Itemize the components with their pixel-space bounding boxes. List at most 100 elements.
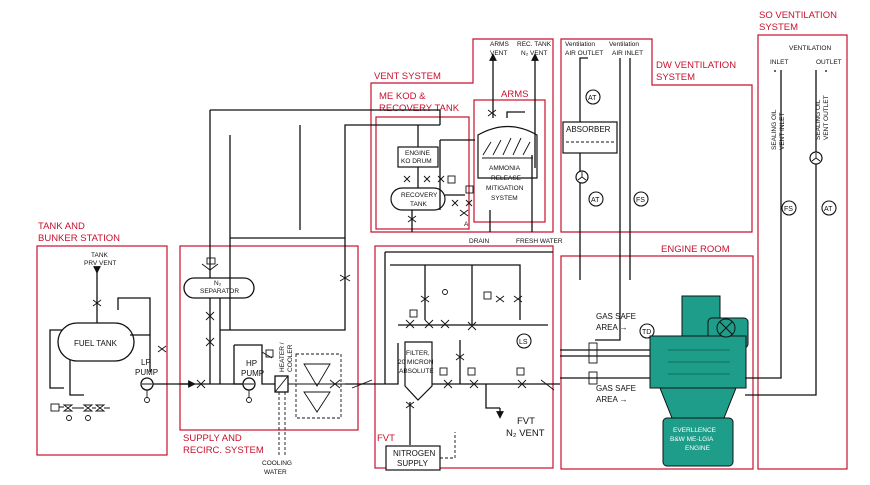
ls-instrument: [516, 333, 532, 349]
title-fvt: FVT: [377, 433, 395, 444]
ls-label: LS: [519, 339, 528, 346]
heater-cooler-label-2: COOLER: [287, 344, 294, 372]
title-arms: ARMS: [501, 89, 528, 100]
so-vent-box: [757, 34, 848, 470]
ammonia-label-2: RELEASE: [491, 175, 522, 182]
inlet-label: INLET: [770, 59, 788, 66]
vent-air-inlet-label-1: Ventilation: [609, 41, 639, 48]
lp-pump-label-1: LP: [141, 358, 151, 367]
title-vent-system: VENT SYSTEM: [374, 71, 441, 82]
double-filter-box: [295, 353, 342, 419]
fvt-n2-vent-label-1: FVT: [517, 416, 535, 427]
me-kod-box: [375, 116, 470, 230]
engine-label-3: ENGINE: [685, 445, 711, 452]
fs-label-dw: FS: [636, 197, 645, 204]
gas-safe-area-2-label-1: GAS SAFE: [596, 384, 636, 393]
outlet-label: OUTLET: [816, 59, 842, 66]
title-dw-vent-2: SYSTEM: [656, 72, 695, 83]
filter-label-1: FILTER,: [406, 350, 430, 357]
supply-box: [179, 245, 359, 431]
arms-vent-label-1: ARMS: [490, 41, 509, 48]
fvt-n2-vent-label-2: N₂ VENT: [506, 428, 545, 439]
recovery-tank-label-2: TANK: [410, 201, 428, 208]
tank-valve-1: [62, 404, 74, 412]
at-label-dw-2: AT: [591, 197, 600, 204]
td-instrument: [639, 323, 655, 339]
fresh-water-label: FRESH WATER: [516, 238, 563, 245]
fvt-filter: [404, 341, 433, 401]
title-tank-bunker-1: TANK AND: [38, 221, 85, 232]
nitrogen-supply-label-1: NITROGEN: [393, 449, 435, 458]
tank-bunker-box: [36, 245, 168, 456]
ko-drum-label-1: ENGINE: [405, 150, 431, 157]
absorber: [562, 121, 618, 154]
n2-separator: [183, 277, 255, 299]
engine-label-2: B&W ME-LGIA: [670, 436, 714, 443]
gas-safe-area-2-label-2: AREA →: [596, 395, 628, 404]
at-instrument-dw-2: [588, 191, 604, 207]
at-instrument-so: [821, 200, 837, 216]
arms-vent-label-2: VENT: [490, 50, 507, 57]
ammonia-label-1: AMMONIA: [489, 165, 521, 172]
rec-tank-vent-label-2: N₂ VENT: [521, 50, 547, 57]
ammonia-label-4: SYSTEM: [491, 195, 518, 202]
ko-drum-label-2: KO DRUM: [401, 158, 432, 165]
gas-safe-area-1-label-1: GAS SAFE: [596, 312, 636, 321]
title-dw-vent-1: DW VENTILATION: [656, 60, 736, 71]
n2-separator-label-1: N₂: [214, 280, 222, 287]
marker-a: A: [464, 221, 469, 228]
vent-air-outlet-label-2: AIR OUTLET: [565, 50, 603, 57]
engine-room-box: [560, 255, 754, 470]
title-me-kod-2: RECOVERY TANK: [379, 103, 460, 114]
heater-cooler-label-1: HEATER /: [279, 342, 286, 372]
fs-instrument-so: [781, 200, 797, 216]
at-label-dw-1: AT: [588, 95, 597, 102]
td-label: TD: [642, 329, 651, 336]
filter-label-3: ABSOLUTE: [399, 368, 434, 375]
dw-vent-box: [560, 38, 753, 233]
title-supply-2: RECIRC. SYSTEM: [183, 445, 264, 456]
tank-prv-vent-2: PRV VENT: [84, 260, 116, 267]
engine-label-1: EVERLLENCE: [673, 427, 717, 434]
title-tank-bunker-2: BUNKER STATION: [38, 233, 120, 244]
vent-system-box: [370, 38, 554, 233]
vent-air-inlet-label-2: AIR INLET: [612, 50, 643, 57]
fvt-box: [374, 245, 554, 469]
at-label-so: AT: [824, 206, 833, 213]
main-engine: [649, 295, 749, 467]
fuel-tank: [57, 322, 135, 362]
sealing-oil-outlet-label-2: VENT OUTLET: [823, 95, 830, 140]
ventilation-label: VENTILATION: [789, 45, 831, 52]
nitrogen-supply-label-2: SUPPLY: [397, 459, 429, 468]
filter-label-2: 20 MICRON: [398, 359, 434, 366]
cooling-water-label-2: WATER: [264, 469, 287, 476]
title-so-vent-1: SO VENTILATION: [759, 10, 837, 21]
tank-valve-3: [94, 404, 106, 412]
n2-separator-label-2: SEPARATOR: [200, 288, 239, 295]
cooling-water-label-1: COOLING: [262, 460, 292, 467]
tank-valve-2: [82, 404, 94, 412]
arms-box: [473, 99, 546, 223]
title-supply-1: SUPPLY AND: [183, 433, 242, 444]
nitrogen-supply: [385, 445, 441, 471]
ammonia-label-3: MITIGATION: [486, 185, 524, 192]
gas-safe-area-1-label-2: AREA →: [596, 323, 628, 332]
fs-instrument-dw: [633, 191, 649, 207]
rec-tank-vent-label-1: REC. TANK: [517, 41, 552, 48]
absorber-label: ABSORBER: [566, 125, 611, 134]
sealing-oil-outlet-label-1: SEALING OIL: [815, 99, 822, 140]
ammonia-release-tank: [477, 126, 538, 179]
hp-pump-label-2: PUMP: [241, 369, 264, 378]
sealing-oil-inlet-label-2: VENT INLET: [779, 113, 786, 150]
title-engine-room: ENGINE ROOM: [661, 244, 730, 255]
title-me-kod-1: ME KOD &: [379, 91, 426, 102]
recovery-tank-label-1: RECOVERY: [401, 192, 438, 199]
fs-label-so: FS: [784, 206, 793, 213]
sealing-oil-inlet-label-1: SEALING OIL: [771, 109, 778, 150]
lp-pump-label-2: PUMP: [135, 368, 158, 377]
tank-prv-vent-1: TANK: [91, 252, 109, 259]
fuel-tank-label: FUEL TANK: [74, 339, 118, 348]
title-so-vent-2: SYSTEM: [759, 22, 798, 33]
vent-air-outlet-label-1: Ventilation: [565, 41, 595, 48]
